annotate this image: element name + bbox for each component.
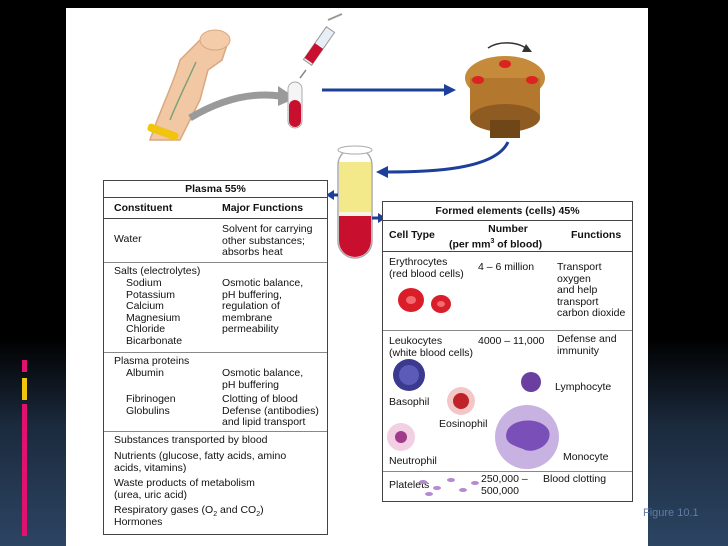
substances-heading: Substances transported by blood [114, 434, 268, 446]
water-function: Solvent for carrying other substances; a… [222, 223, 313, 258]
plasma-table: Plasma 55% Constituent Major Functions W… [103, 180, 328, 535]
row-water: Water Solvent for carrying other substan… [104, 219, 327, 263]
accent-bar-pink [22, 360, 27, 372]
white-blood-cells-icons [387, 359, 559, 469]
arm-vein [169, 61, 197, 121]
arrow-to-centrifuge-head [444, 84, 456, 96]
hormones-text: Hormones [114, 516, 163, 528]
monocyte-label: Monocyte [563, 451, 609, 463]
centrifuge-tube-3 [499, 60, 511, 68]
albumin-function: Osmotic balance, pH buffering [222, 367, 304, 391]
row-leukocytes: Leukocytes (white blood cells) 4000 – 11… [383, 331, 632, 472]
accent-bar-pink-long [22, 404, 27, 536]
plasma-title: Plasma 55% [104, 181, 327, 198]
centrifuge-tube-2 [526, 76, 538, 84]
nutrients-text: Nutrients (glucose, fatty acids, amino a… [114, 450, 287, 474]
hand-illustration [199, 29, 231, 51]
formed-elements-table: Formed elements (cells) 45% Cell Type Nu… [382, 201, 633, 502]
salts-label: Salts (electrolytes) [114, 265, 201, 277]
lymphocyte-cell [521, 372, 541, 392]
gases-text: Respiratory gases (O2 and CO2) [114, 504, 264, 519]
figure-number: Figure 10.1 [643, 507, 699, 519]
lymphocyte-label: Lymphocyte [555, 381, 612, 393]
leukocytes-number: 4000 – 11,000 [478, 335, 545, 347]
arm-illustration [148, 31, 229, 141]
plasma-layer [339, 162, 371, 214]
platelets-function: Blood clotting [543, 473, 607, 485]
syringe-needle [299, 69, 307, 79]
leukocytes-function: Defense and immunity [557, 333, 617, 357]
salts-function: Osmotic balance, pH buffering, regulatio… [222, 277, 304, 335]
rotation-arrow-head [522, 44, 532, 52]
erythrocytes-label: Erythrocytes (red blood cells) [389, 256, 464, 280]
fibrinogen-globulins-label: Fibrinogen Globulins [126, 393, 176, 417]
platelets-number: 250,000 – 500,000 [481, 473, 528, 497]
syringe-blood [304, 43, 324, 64]
formed-columns: Cell Type Number (per mm3 of blood) Func… [383, 221, 632, 252]
centrifuge-base [470, 104, 540, 132]
col-constituent: Constituent [114, 202, 173, 214]
platelets-icon [419, 478, 479, 496]
eosinophil-label: Eosinophil [439, 418, 488, 430]
erythrocytes-function: Transport oxygen and help transport carb… [557, 261, 626, 319]
substances-section: Substances transported by blood Nutrient… [104, 432, 327, 532]
row-salts: Salts (electrolytes) Sodium Potassium Ca… [104, 263, 327, 353]
wristband [147, 123, 179, 141]
arrow-to-tube [385, 141, 510, 174]
col-cell-type: Cell Type [389, 229, 435, 241]
erythrocytes-number: 4 – 6 million [478, 261, 535, 273]
formed-title: Formed elements (cells) 45% [383, 202, 632, 221]
water-label: Water [114, 233, 142, 245]
small-tube-blood [289, 100, 301, 127]
albumin-label: Albumin [126, 367, 164, 379]
row-proteins: Plasma proteins Albumin Osmotic balance,… [104, 353, 327, 432]
waste-text: Waste products of metabolism (urea, uric… [114, 477, 255, 501]
col-functions: Functions [571, 229, 622, 241]
proteins-label: Plasma proteins [114, 355, 190, 367]
arrow-to-tube-head [376, 166, 388, 178]
red-blood-cells-icon [398, 288, 451, 313]
cells-layer [339, 216, 371, 257]
platelets-label: Platelets [389, 479, 430, 491]
arrow-to-plasma-head [326, 190, 334, 200]
rotation-arrow [487, 42, 529, 51]
row-platelets: Platelets 250,000 – 500,000 Blood clotti… [383, 472, 632, 502]
col-major-functions: Major Functions [222, 202, 304, 214]
plasma-columns: Constituent Major Functions [104, 198, 327, 219]
gray-arrow-head [278, 86, 296, 106]
centrifuge-tube-1 [472, 76, 484, 84]
salts-items: Sodium Potassium Calcium Magnesium Chlor… [126, 277, 183, 347]
col-number-line1: Number [488, 223, 528, 235]
accent-bar-yellow [22, 378, 27, 400]
syringe-plunger [327, 13, 343, 21]
row-erythrocytes: Erythrocytes (red blood cells) 4 – 6 mil… [383, 252, 632, 331]
leukocytes-label: Leukocytes (white blood cells) [389, 335, 474, 359]
neutrophil-label: Neutrophil [389, 455, 437, 467]
gray-arrow [188, 91, 281, 122]
col-number-line2: (per mm3 of blood) [449, 238, 543, 251]
centrifuge-stem [490, 120, 520, 138]
fibrinogen-globulins-function: Clotting of blood Defense (antibodies) a… [222, 393, 319, 428]
basophil-label: Basophil [389, 396, 430, 408]
tube-rim [337, 145, 373, 155]
buffy-coat [339, 212, 371, 216]
